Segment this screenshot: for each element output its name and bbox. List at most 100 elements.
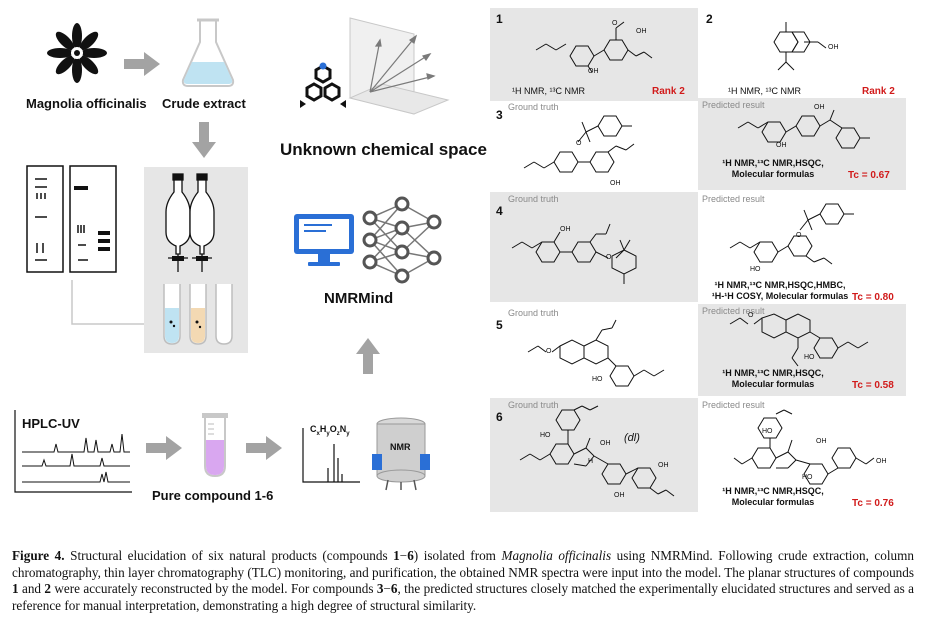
pure-compound-tube-icon (202, 413, 228, 478)
compound-4-predicted-label: Predicted result (702, 194, 765, 204)
molecular-formula-label: CxHyOzNy (310, 424, 350, 437)
compound-3-number: 3 (496, 108, 503, 122)
compound-6-pred-oh-label: OH (816, 438, 827, 445)
compound-6-h-label: H (588, 458, 594, 465)
compound-1-oh-label: OH (636, 28, 647, 35)
compound-6-tc: Tc = 0.76 (852, 498, 894, 509)
compound-2-rank: Rank 2 (862, 86, 895, 97)
compound-4-pred-o-label: O (796, 232, 802, 239)
compound-1-rank: Rank 2 (652, 86, 685, 97)
caption-text-3: using NMRMind. Following crude extractio… (12, 548, 914, 580)
compound-5-tc: Tc = 0.58 (852, 380, 894, 391)
nmr-machine-label: NMR (390, 442, 411, 452)
arrow-right-icon (124, 52, 160, 76)
tlc-plate-icon (26, 165, 117, 273)
compound-4-o-label: O (606, 254, 612, 261)
unknown-space-label: Unknown chemical space (280, 140, 487, 159)
caption-range-start: 1 (393, 548, 400, 563)
compound-5-pred-ho-label: HO (804, 354, 815, 361)
compound-5-ho-label: HO (592, 376, 603, 383)
compound-6-ground-truth-label: Ground truth (508, 400, 559, 410)
compound-4-number: 4 (496, 204, 503, 218)
pure-compound-label: Pure compound 1-6 (152, 488, 274, 503)
compound-6-number: 6 (496, 410, 503, 424)
compound-6-methods-line1: ¹H NMR,¹³C NMR,HSQC, (722, 486, 824, 496)
compound-3-pred-oh-label: OH (814, 104, 825, 111)
caption-compound-1: 1 (12, 581, 19, 596)
compound-3-predicted-structure (737, 109, 870, 149)
caption-compound-6: 6 (390, 581, 398, 596)
mass-spectrum-icon (302, 428, 360, 483)
caption-dash-1: − (399, 548, 408, 563)
compound-3-methods: ¹H NMR,¹³C NMR,HSQC, Molecular formulas (708, 158, 838, 180)
arrow-right-icon (246, 436, 282, 460)
chemical-space-icon (348, 17, 450, 115)
compound-3-ground-truth-structure (523, 115, 635, 173)
compound-5-ground-truth-label: Ground truth (508, 308, 559, 318)
caption-text-4: and (18, 581, 45, 596)
compound-3-predicted-panel (698, 98, 906, 190)
compound-2-methods: ¹H NMR, ¹³C NMR (728, 86, 801, 96)
compound-6-pred-ho-label: HO (762, 428, 773, 435)
compound-4-methods-line1: ¹H NMR,¹³C NMR,HSQC,HMBC, (714, 280, 846, 290)
compound-6-predicted-label: Predicted result (702, 400, 765, 410)
compound-4-oh-label: OH (560, 226, 571, 233)
compound-4-methods: ¹H NMR,¹³C NMR,HSQC,HMBC, ¹H-¹H COSY, Mo… (700, 280, 860, 302)
compound-1-number: 1 (496, 12, 503, 26)
computer-monitor-icon (294, 214, 354, 266)
compound-4-ground-truth-structure (511, 223, 637, 284)
compound-6-ground-truth-panel (490, 398, 698, 512)
caption-compound-3: 3 (376, 581, 384, 596)
hplc-chromatogram-icon (14, 410, 132, 493)
compound-6-pred-ho2-label: HO (802, 474, 813, 481)
compound-6-predicted-structure (733, 409, 875, 485)
compound-6-methods-line2: Molecular formulas (731, 497, 815, 507)
compound-3-methods-line2: Molecular formulas (731, 169, 815, 179)
compound-6-methods: ¹H NMR,¹³C NMR,HSQC, Molecular formulas (708, 486, 838, 508)
compound-5-ground-truth-structure (527, 319, 665, 387)
compound-4-tc: Tc = 0.80 (852, 292, 894, 303)
compound-1-methods: ¹H NMR, ¹³C NMR (512, 86, 585, 96)
compound-2-number: 2 (706, 12, 713, 26)
compound-3-ground-truth-label: Ground truth (508, 102, 559, 112)
compound-6-ho-label: HO (540, 432, 551, 439)
caption-text-6: , the predicted structures closely match… (12, 581, 915, 613)
compound-6-ground-truth-structure (519, 405, 675, 497)
compound-5-predicted-structure (729, 313, 869, 367)
compound-3-pred-oh2-label: OH (776, 142, 787, 149)
compound-1-oh2-label: OH (588, 68, 599, 75)
compound-5-predicted-panel (698, 304, 906, 396)
nmr-machine-icon (372, 417, 430, 491)
caption-figure-label: Figure 4. (12, 548, 65, 563)
arrow-right-icon (146, 436, 182, 460)
compound-5-methods-line2: Molecular formulas (731, 379, 815, 389)
test-tubes-icon (163, 284, 233, 345)
compound-1-o-label: O (612, 20, 618, 27)
nmrmind-label: NMRMind (324, 290, 394, 307)
compound-6-dl-label: (dl) (624, 432, 640, 444)
caption-text-2: ) isolated from (413, 548, 502, 563)
compound-5-methods: ¹H NMR,¹³C NMR,HSQC, Molecular formulas (708, 368, 838, 390)
compound-6-oh-label: OH (600, 440, 611, 447)
caption-range-end: 6 (407, 548, 414, 563)
compound-3-predicted-label: Predicted result (702, 100, 765, 110)
compound-1-structure (535, 21, 653, 73)
compound-6-oh3-label: OH (614, 492, 625, 499)
compound-5-number: 5 (496, 318, 503, 332)
magnolia-flower-icon (47, 23, 107, 83)
molecule-logo-icon (300, 62, 346, 108)
compound-4-ground-truth-label: Ground truth (508, 194, 559, 204)
compound-6-oh2-label: OH (658, 462, 669, 469)
compound-3-tc: Tc = 0.67 (848, 170, 890, 181)
figure-caption: Figure 4. Structural elucidation of six … (12, 548, 914, 614)
caption-compound-2: 2 (44, 581, 51, 596)
magnolia-label: Magnolia officinalis (26, 96, 147, 111)
flask-icon (181, 18, 235, 87)
caption-dash-2: − (383, 581, 391, 596)
caption-text-1: Structural elucidation of six natural pr… (64, 548, 394, 563)
compound-5-predicted-label: Predicted result (702, 306, 765, 316)
compound-4-methods-line2: ¹H-¹H COSY, Molecular formulas (711, 291, 849, 301)
compound-2-oh-label: OH (828, 44, 839, 51)
tlc-bracket-line (71, 280, 148, 325)
neural-network-icon (362, 196, 442, 284)
